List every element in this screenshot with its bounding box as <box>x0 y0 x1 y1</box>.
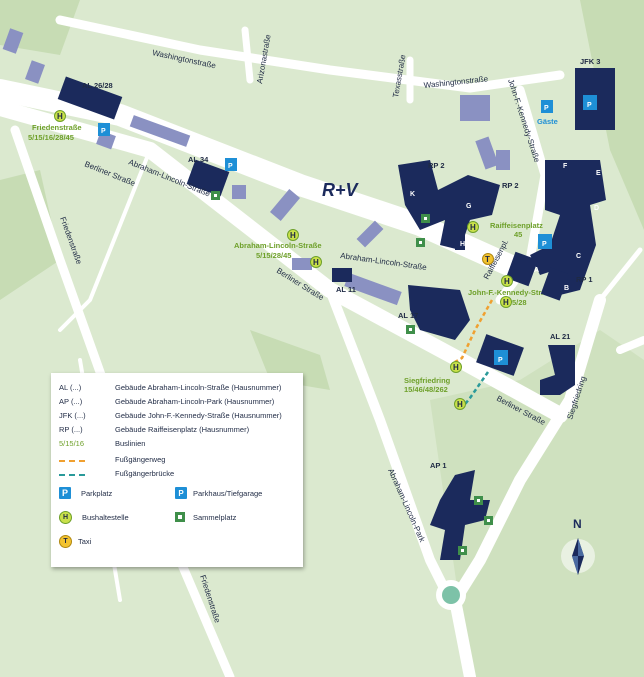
label-jfk3: JFK 3 <box>580 57 600 66</box>
letter-c: C <box>576 253 581 260</box>
label-rp2-a: RP 2 <box>428 161 445 170</box>
legend-row-footpath: Fußgängerweg <box>59 455 165 464</box>
legend-parkplatz: Parkplatz <box>81 488 113 498</box>
legend-sammel: Sammelplatz <box>193 512 237 522</box>
letter-a: A <box>534 267 539 274</box>
legend-footbridge: Fußgängerbrücke <box>115 469 175 478</box>
legend-row-jfk: JFK (...) Gebäude John-F.-Kennedy-Straße… <box>59 411 282 420</box>
taxi-icon <box>482 253 494 265</box>
letter-d: D <box>594 205 599 212</box>
map-legend: AL (...) Gebäude Abraham-Lincoln-Straße … <box>51 373 303 567</box>
legend-row-rp: RP (...) Gebäude Raiffeisenplatz (Hausnu… <box>59 425 249 434</box>
legend-desc: Gebäude John-F.-Kennedy-Straße (Hausnumm… <box>115 411 282 420</box>
legend-parkhaus: Parkhaus/Tiefgarage <box>193 488 263 498</box>
legend-row-garage: P Parkhaus/Tiefgarage <box>175 487 262 499</box>
letter-h: H <box>460 241 465 248</box>
letter-f: F <box>563 163 568 170</box>
bus-icon-abraham-1: H <box>290 231 296 240</box>
legend-code: JFK (...) <box>59 411 86 420</box>
stop-abraham-name: Abraham-Lincoln-Straße <box>234 241 322 250</box>
bus-icon-jfk-1: H <box>504 277 510 286</box>
legend-code: AL (...) <box>59 383 82 392</box>
legend-row-taxi: T Taxi <box>59 535 91 548</box>
taxi-letter: T <box>485 255 490 264</box>
bus-icon-abraham-2: H <box>313 258 319 267</box>
label-rp1: RP 1 <box>576 275 593 284</box>
label-ap1: AP 1 <box>430 461 447 470</box>
stop-sieg-lines: 15/46/48/262 <box>404 385 448 394</box>
compass-north: N <box>573 517 582 531</box>
bus-icon-jfk-2: H <box>503 298 509 307</box>
garage-icon-jfk3: P <box>587 102 592 109</box>
stop-raiff-lines: 45 <box>514 230 522 239</box>
legend-row-bus-lines: 5/15/16 Buslinien <box>59 439 145 448</box>
bus-stops <box>54 110 513 410</box>
parking-signs <box>98 95 597 365</box>
stop-raiff-name: Raiffeisenplatz <box>490 221 543 230</box>
roundabout-center <box>442 586 460 604</box>
legend-desc: Gebäude Raiffeisenplatz (Hausnummer) <box>115 425 250 434</box>
garage-icon-al17: P <box>498 357 503 364</box>
taxi-legend-icon: T <box>59 535 72 548</box>
legend-row-footbridge: Fußgängerbrücke <box>59 469 174 478</box>
legend-row-bus-stop: H Bushaltestelle <box>59 511 129 524</box>
footbridge-line-icon <box>59 474 85 476</box>
street-abraham-2: Abraham-Lincoln-Straße <box>340 251 428 272</box>
bus-icon-frieden: H <box>57 112 63 121</box>
parking-icon-al34: P <box>228 163 233 170</box>
assembly-point-icon <box>175 512 185 522</box>
rv-logo: R+V <box>322 180 360 200</box>
stop-jfk-name: John-F.-Kennedy-Str. <box>468 288 543 297</box>
parking-icon: P <box>59 487 71 499</box>
label-al34: AL 34 <box>188 155 209 164</box>
legend-desc: Buslinien <box>115 439 146 448</box>
legend-code: 5/15/16 <box>59 439 85 448</box>
legend-desc: Gebäude Abraham-Lincoln-Straße (Hausnumm… <box>115 383 282 392</box>
legend-row-assembly: Sammelplatz <box>175 512 236 522</box>
street-abraham-park: Abraham-Lincoln-Park <box>386 467 427 544</box>
footbridge-line <box>461 371 490 409</box>
letter-e: E <box>596 170 601 177</box>
garage-icon: P <box>175 487 187 499</box>
legend-code: RP (...) <box>59 425 83 434</box>
letter-k: K <box>410 191 415 198</box>
legend-row-al: AL (...) Gebäude Abraham-Lincoln-Straße … <box>59 383 281 392</box>
legend-row-parking: P Parkplatz <box>59 487 112 499</box>
label-gaeste: Gäste <box>537 117 558 126</box>
legend-row-ap: AP (...) Gebäude Abraham-Lincoln-Park (H… <box>59 397 274 406</box>
stop-frieden-lines: 5/15/16/28/45 <box>28 133 74 142</box>
legend-footpath: Fußgängerweg <box>115 455 166 464</box>
label-al21: AL 21 <box>550 332 570 341</box>
letter-b: B <box>564 285 569 292</box>
stop-frieden-name: Friedenstraße <box>32 123 82 132</box>
label-al11: AL 11 <box>336 285 356 294</box>
stop-sieg-name: Siegfriedring <box>404 376 451 385</box>
parking-icon-gaeste: P <box>544 105 549 112</box>
bus-icon-raiff: H <box>470 223 476 232</box>
compass-icon <box>561 538 595 575</box>
parking-icon-al26: P <box>101 128 106 135</box>
buildings-other <box>2 28 510 306</box>
label-rp2-b: RP 2 <box>502 181 519 190</box>
legend-desc: Gebäude Abraham-Lincoln-Park (Hausnummer… <box>115 397 275 406</box>
stop-abraham-lines: 5/15/28/45 <box>256 251 291 260</box>
footpath-line <box>454 299 494 364</box>
legend-taxi: Taxi <box>78 537 92 546</box>
assembly-points-inner <box>214 194 490 552</box>
label-al26: AL 26/28 <box>82 81 113 90</box>
legend-code: AP (...) <box>59 397 83 406</box>
footpath-line-icon <box>59 460 85 462</box>
garage-icon-rp1: P <box>542 241 547 248</box>
bus-icon-sieg-2: H <box>457 400 463 409</box>
label-al17: AL 17 <box>398 311 418 320</box>
bus-icon-sieg-1: H <box>453 363 459 372</box>
letter-g: G <box>466 203 472 210</box>
bus-stop-icon: H <box>59 511 72 524</box>
legend-bushalt: Bushaltestelle <box>82 513 129 522</box>
stop-jfk-lines: 5/28 <box>512 298 527 307</box>
